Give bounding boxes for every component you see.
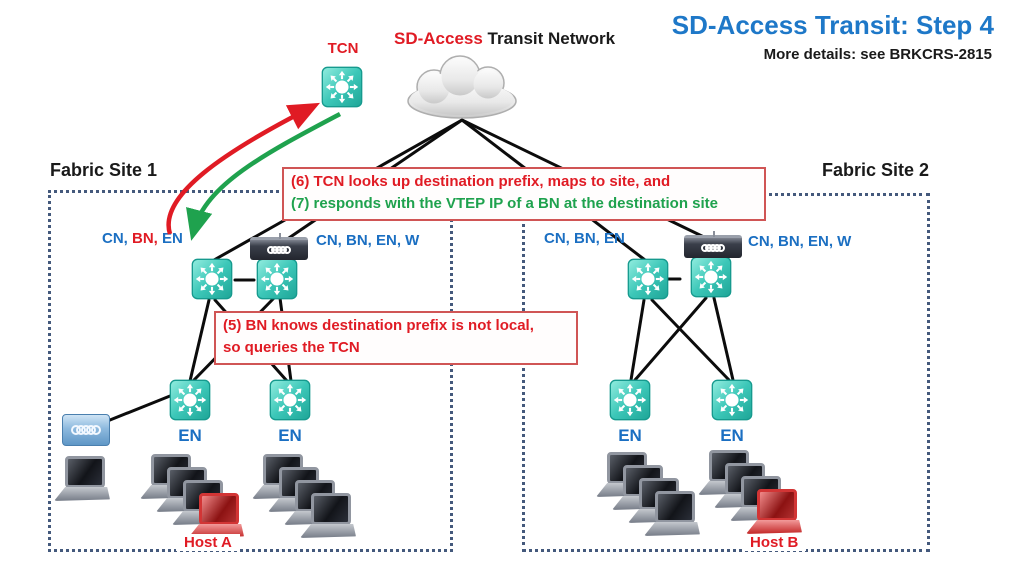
transit-network-rest: Transit Network [482, 29, 616, 48]
page-subtitle: More details: see BRKCRS-2815 [763, 46, 992, 63]
transit-network-title: SD-Access Transit Network [394, 29, 615, 49]
site1-edge-node-1-icon [168, 379, 212, 421]
site1-en2-label: EN [278, 426, 302, 445]
callout-step-6-7: (6) TCN looks up destination prefix, map… [282, 167, 766, 221]
site2-en2-label: EN [720, 426, 744, 445]
site1-border-node-icon [189, 258, 235, 300]
site2-host-b-laptop-group [698, 450, 810, 546]
tcn-fabric-node-icon [321, 66, 363, 108]
host-a-red-laptop-icon [188, 493, 246, 545]
callout-line-6: (6) TCN looks up destination prefix, map… [291, 173, 671, 190]
site1-colocated-node-icon [254, 258, 300, 300]
site2-colocated-node-label: CN, BN, EN, W [748, 233, 852, 250]
cloud-icon [407, 55, 517, 119]
site1-wlc-icon [250, 233, 308, 260]
laptop-icon [300, 493, 358, 545]
laptop-icon [644, 491, 702, 543]
site1-bn-text: BN, [127, 230, 158, 247]
site2-wlc-icon [684, 231, 742, 258]
site2-edge-node-1-icon [608, 379, 652, 421]
site1-en1-label: EN [178, 426, 202, 445]
site1-laptop-icon [54, 456, 112, 508]
page-title: SD-Access Transit: Step 4 [671, 10, 994, 40]
site2-laptop-group-1 [596, 452, 708, 548]
host-b-label: Host B [742, 534, 807, 551]
site2-en1-label: EN [618, 426, 642, 445]
site2-colocated-node-icon [688, 256, 734, 298]
host-a-label: Host A [176, 534, 240, 551]
site1-access-switch-icon [62, 414, 110, 446]
site1-border-node-label: CN, BN, EN [102, 230, 183, 247]
site1-colocated-node-label: CN, BN, EN, W [316, 232, 420, 249]
site1-cn-text: CN, [102, 230, 128, 247]
site2-border-node-icon [625, 258, 671, 300]
site1-host-a-laptop-group [140, 454, 252, 550]
site1-en-text: EN [157, 230, 183, 247]
tcn-label: TCN [327, 40, 359, 57]
site2-edge-node-2-icon [710, 379, 754, 421]
host-b-red-laptop-icon [746, 489, 804, 541]
sd-access-brand: SD-Access [394, 29, 483, 48]
callout-line-5b: so queries the TCN [223, 338, 360, 356]
site1-edge-node-2-icon [268, 379, 312, 421]
callout-line-7: (7) responds with the VTEP IP of a BN at… [291, 194, 719, 212]
fabric-site-1-title: Fabric Site 1 [50, 160, 158, 180]
site2-border-node-label: CN, BN, EN [544, 230, 625, 247]
fabric-site-2-title: Fabric Site 2 [822, 160, 930, 180]
site1-laptop-group-2 [252, 454, 364, 550]
callout-step-5: (5) BN knows destination prefix is not l… [214, 311, 578, 365]
callout-line-5a: (5) BN knows destination prefix is not l… [223, 317, 534, 334]
